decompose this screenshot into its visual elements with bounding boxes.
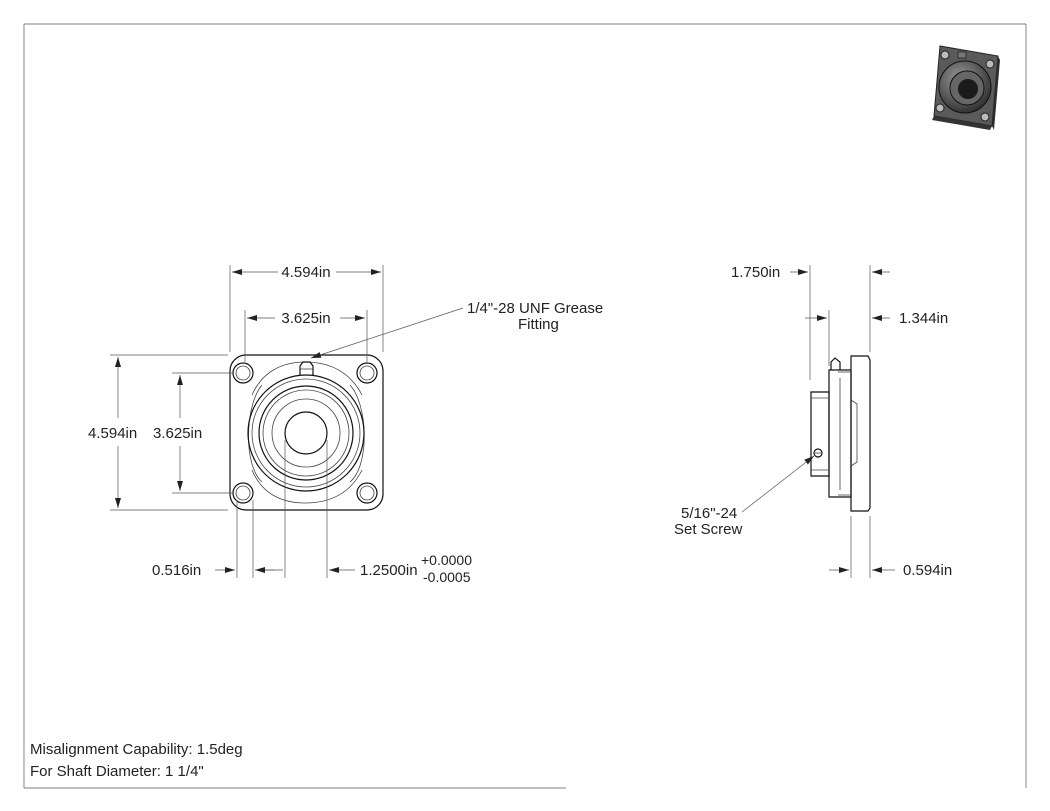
grease-fitting-label-line1: 1/4"-28 UNF Grease <box>467 300 603 317</box>
set-screw-label-line2: Set Screw <box>674 521 743 538</box>
bore-tolerance-minus: -0.0005 <box>423 569 471 585</box>
bolt-hole-top-right <box>356 362 378 384</box>
front-view-dimensions: 4.594in 3.625in 4.594in 3.625in 0.516in … <box>88 264 603 585</box>
side-flange <box>850 355 871 512</box>
bore <box>284 411 328 455</box>
dim-overall-height: 4.594in <box>88 425 137 442</box>
sheet-border <box>23 23 1027 789</box>
side-grease-fitting <box>830 357 841 370</box>
dim-flange-thickness: 0.594in <box>903 562 952 579</box>
side-view-dimensions: 1.750in 1.344in 0.594in 5/16"-24 Set Scr… <box>674 264 952 579</box>
bolt-hole-bottom-right <box>356 482 378 504</box>
grease-fitting <box>299 361 314 375</box>
housing-boss <box>247 374 365 492</box>
bore-tolerance-plus: +0.0000 <box>421 552 472 568</box>
set-screw <box>813 448 823 458</box>
drawing-notes: Misalignment Capability: 1.5deg For Shaf… <box>30 741 243 780</box>
side-view <box>810 355 871 512</box>
bearing-outer-ring <box>258 385 354 481</box>
grease-fitting-label-line2: Fitting <box>518 316 559 333</box>
flange-outline <box>229 354 384 511</box>
side-insert <box>810 391 830 477</box>
dim-bore-diameter: 1.2500in <box>360 562 418 579</box>
dim-bolt-spacing-width: 3.625in <box>281 310 330 327</box>
flange-bearing-3d-icon <box>932 45 1000 130</box>
dim-bolt-spacing-height: 3.625in <box>153 425 202 442</box>
note-misalignment: Misalignment Capability: 1.5deg <box>30 741 243 758</box>
set-screw-label-line1: 5/16"-24 <box>681 505 737 522</box>
dim-overall-width: 4.594in <box>281 264 330 281</box>
dim-bolt-hole-diameter: 0.516in <box>152 562 201 579</box>
note-shaft-diameter: For Shaft Diameter: 1 1/4" <box>30 763 204 780</box>
dim-overall-depth: 1.750in <box>731 264 780 281</box>
dim-housing-depth: 1.344in <box>899 310 948 327</box>
front-view <box>229 354 384 511</box>
